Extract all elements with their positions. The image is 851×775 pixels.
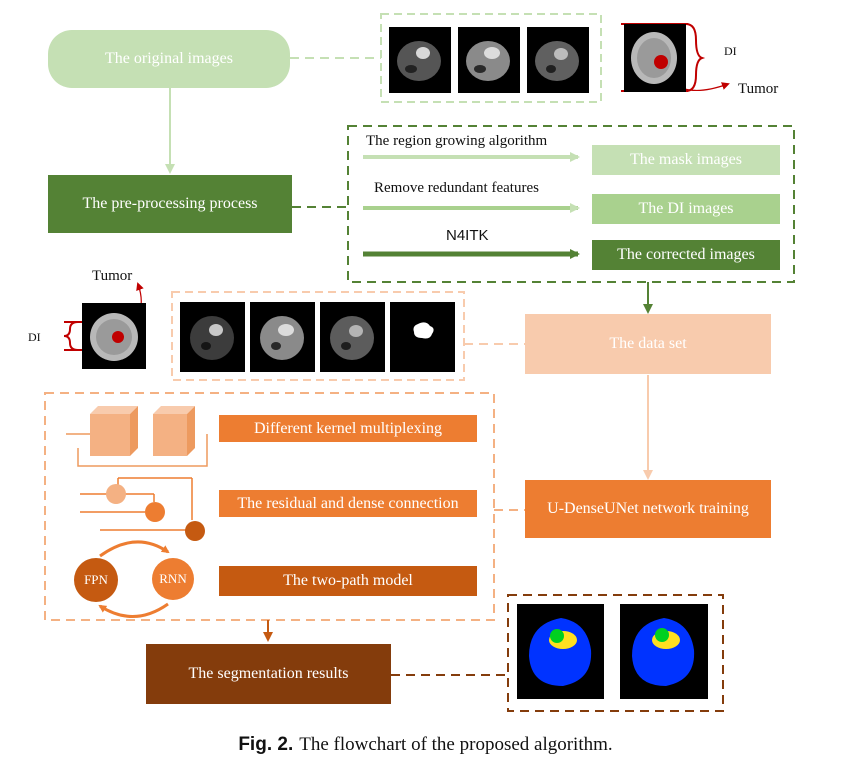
residual-dense-diagram: [80, 477, 205, 541]
node-kernel-multiplexing: Different kernel multiplexing: [219, 415, 477, 442]
preprocessing-group-border: [347, 125, 795, 283]
kernel-multiplexing-diagram: [66, 406, 208, 467]
caption-text: The flowchart of the proposed algorithm.: [299, 734, 613, 755]
annotation-tumor-left: Tumor: [92, 268, 133, 284]
mri-scan-2: [458, 27, 520, 93]
node-preprocessing: The pre-processing process: [48, 175, 292, 233]
di-top-brace: [685, 23, 706, 92]
network-modules-group-border: [44, 392, 495, 621]
annotation-di-left: DI: [28, 330, 41, 344]
segmentation-image-2: [620, 604, 708, 699]
di-scan-top: [624, 24, 686, 92]
two-path-diagram: [74, 540, 194, 618]
edge-label-region-growing: The region growing algorithm: [366, 133, 548, 149]
dataset-images-group-border: [171, 291, 465, 381]
segmentation-image-1: [517, 604, 604, 699]
annotation-tumor-top: Tumor: [738, 81, 779, 97]
node-original-images: The original images: [48, 30, 290, 88]
dataset-scan-3: [320, 302, 385, 372]
di-scan-left: [82, 303, 146, 369]
node-two-path: The two-path model: [219, 566, 477, 596]
dataset-scan-2: [250, 302, 315, 372]
figure-caption: Fig. 2.The flowchart of the proposed alg…: [0, 734, 851, 756]
annotation-di-top: DI: [724, 44, 737, 58]
node-di-images: The DI images: [592, 194, 780, 224]
node-mask-images: The mask images: [592, 145, 780, 175]
node-segmentation-results: The segmentation results: [146, 644, 391, 704]
segmentation-images-group-border: [507, 594, 724, 712]
dataset-scan-1: [180, 302, 245, 372]
dataset-mask: [390, 302, 455, 372]
node-residual-dense: The residual and dense connection: [219, 490, 477, 517]
mri-scan-1: [389, 27, 451, 93]
mri-scan-3: [527, 27, 589, 93]
node-network-training: U-DenseUNet network training: [525, 480, 771, 538]
di-left-brace: [63, 321, 79, 351]
fpn-label: FPN: [84, 572, 108, 587]
rnn-label: RNN: [159, 571, 187, 586]
node-data-set: The data set: [525, 314, 771, 374]
edge-label-remove-features: Remove redundant features: [374, 180, 539, 196]
edge-label-n4itk: N4ITK: [446, 227, 489, 244]
caption-label: Fig. 2.: [238, 734, 294, 755]
node-corrected-images: The corrected images: [592, 240, 780, 270]
